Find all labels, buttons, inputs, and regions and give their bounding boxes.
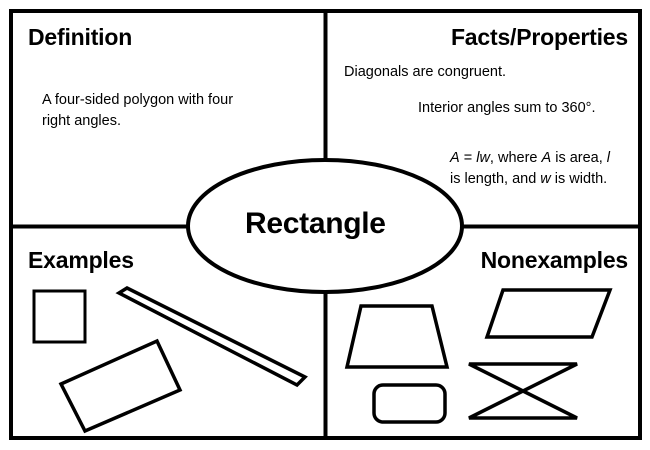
formula-var-a: A: [450, 150, 460, 166]
formula-text-2: is area,: [551, 150, 607, 166]
formula-var-w: w: [479, 150, 490, 166]
center-term-label: Rectangle: [245, 207, 386, 240]
formula-text-4: is width.: [550, 170, 608, 187]
heading-facts-properties: Facts/Properties: [450, 24, 628, 50]
example-thin-rotated-rectangle: [115, 285, 308, 388]
nonexample-trapezoid: [344, 304, 450, 369]
heading-examples: Examples: [28, 247, 134, 273]
formula-var-l: l: [476, 150, 480, 166]
fact-interior-angles: Interior angles sum to 360°.: [418, 100, 596, 116]
fact-area-formula: A = lw, where A is area, l is length, an…: [450, 148, 620, 189]
nonexample-parallelogram: [484, 288, 613, 339]
heading-nonexamples: Nonexamples: [480, 247, 629, 273]
heading-definition: Definition: [28, 24, 133, 50]
definition-text: A four-sided polygon with four right ang…: [42, 92, 234, 129]
formula-text-1: , where: [489, 150, 542, 166]
formula-var-w2: w: [540, 170, 551, 187]
center-ellipse: [186, 158, 464, 294]
fact-diagonals: Diagonals are congruent.: [344, 64, 507, 80]
formula-var-l2: l: [606, 150, 611, 166]
formula-equals: =: [459, 150, 477, 166]
formula-text-3: is length, and: [450, 170, 541, 187]
formula-var-a2: A: [541, 150, 552, 166]
example-rotated-rectangle: [58, 338, 183, 434]
example-square: [32, 289, 87, 344]
nonexample-bowtie: [468, 362, 578, 420]
nonexample-rounded-rectangle: [372, 383, 447, 424]
